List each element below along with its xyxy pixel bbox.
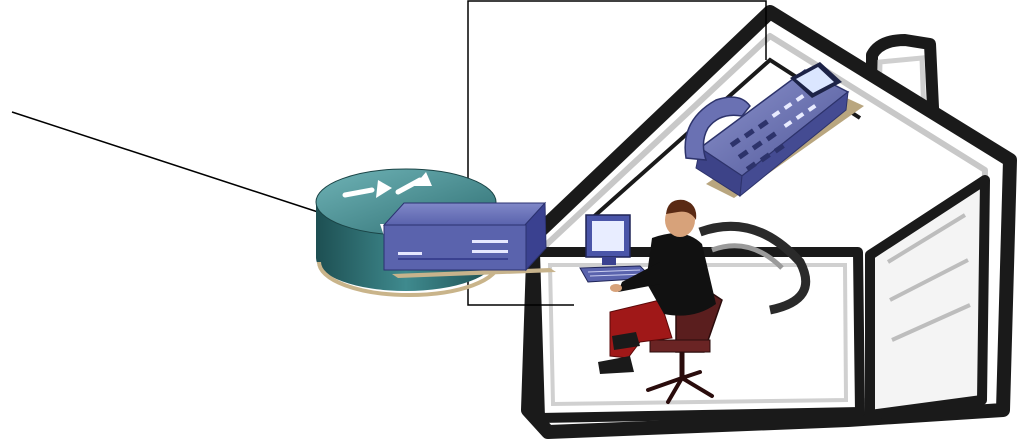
external-link [12,112,318,212]
